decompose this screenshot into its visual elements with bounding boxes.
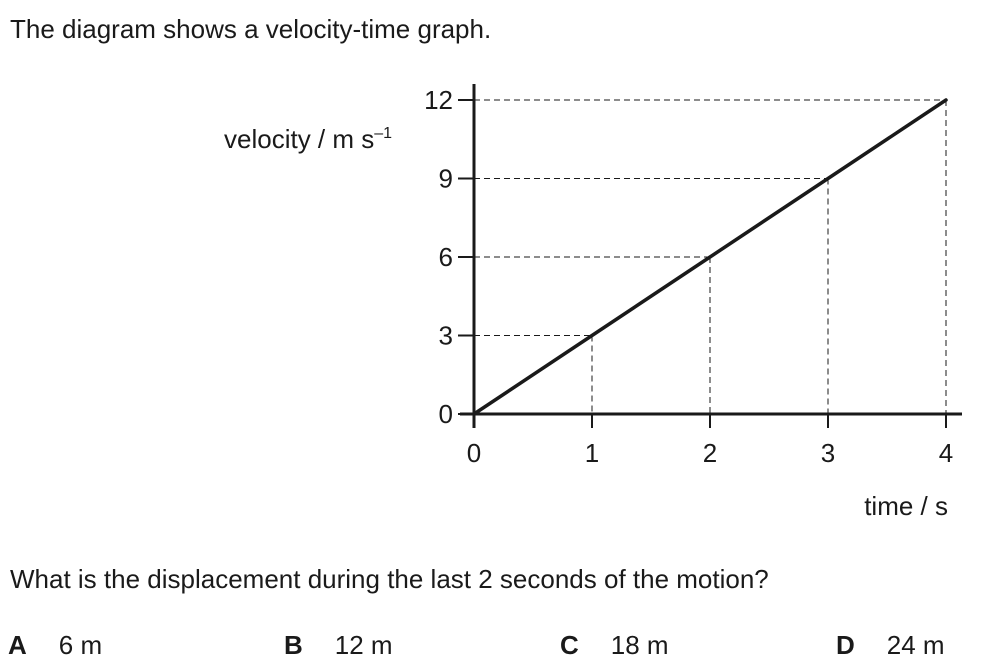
y-tick-label-3: 9	[439, 164, 453, 194]
y-tick-label-1: 3	[439, 321, 453, 351]
option-c-value: 18 m	[610, 630, 669, 660]
series	[472, 98, 948, 416]
y-axis-label: velocity / m s–1	[224, 124, 392, 154]
x-tick-label-1: 1	[585, 438, 599, 468]
x-axis-label: time / s	[864, 491, 948, 521]
option-c[interactable]: C 18 m	[560, 628, 669, 662]
option-d-value: 24 m	[886, 630, 945, 660]
y-axis-label-main: velocity / m s	[224, 124, 374, 154]
option-d[interactable]: D 24 m	[836, 628, 945, 662]
x-tick-label-2: 2	[703, 438, 717, 468]
option-a[interactable]: A 6 m	[8, 628, 102, 662]
option-c-letter: C	[560, 630, 579, 660]
x-tick-label-3: 3	[821, 438, 835, 468]
y-tick-label-2: 6	[439, 242, 453, 272]
dashed-guides	[474, 99, 947, 414]
option-a-letter: A	[8, 630, 27, 660]
x-tick-label-4: 4	[939, 438, 953, 468]
y-axis-label-superscript: –1	[374, 125, 392, 142]
option-a-value: 6 m	[58, 630, 103, 660]
series-line-0	[472, 98, 948, 416]
x-tick-label-0: 0	[467, 438, 481, 468]
option-b-letter: B	[284, 630, 303, 660]
y-tick-label-0: 0	[439, 399, 453, 429]
y-tick-label-4: 12	[424, 85, 453, 115]
option-b[interactable]: B 12 m	[284, 628, 393, 662]
intro-text: The diagram shows a velocity-time graph.	[10, 14, 492, 44]
option-b-value: 12 m	[334, 630, 393, 660]
option-d-letter: D	[836, 630, 855, 660]
question-text: What is the displacement during the last…	[10, 564, 769, 594]
